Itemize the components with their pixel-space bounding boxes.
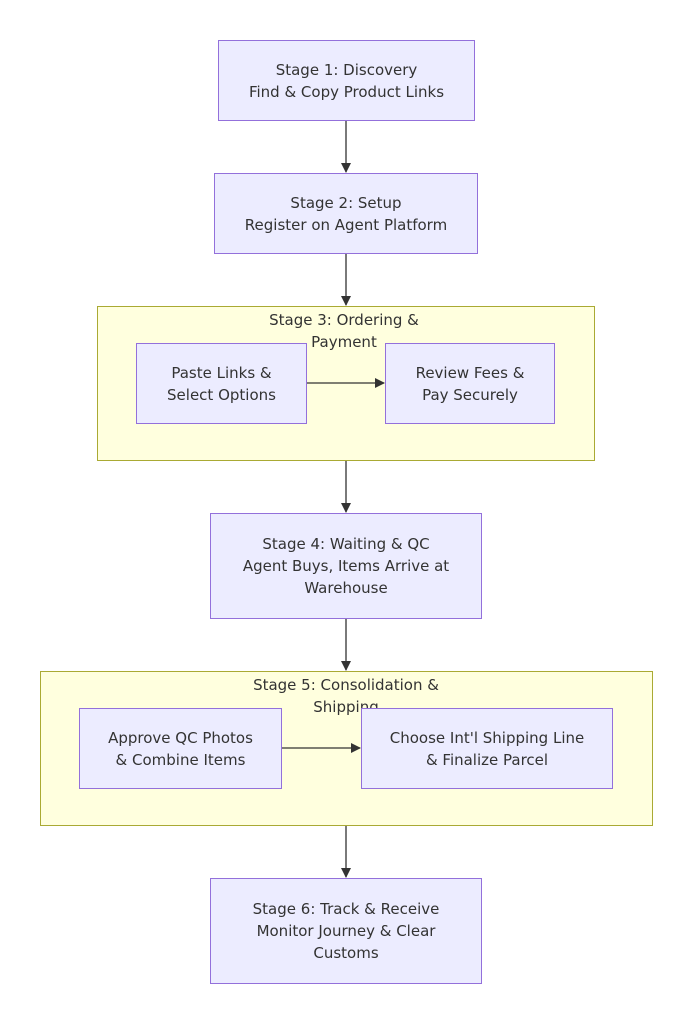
node-stage4: Stage 4: Waiting & QC Agent Buys, Items … [210, 513, 482, 619]
node-stage3b: Review Fees & Pay Securely [385, 343, 555, 424]
node-stage2-line1: Stage 2: Setup [290, 193, 402, 212]
node-stage5b-line1: Choose Int'l Shipping Line [389, 728, 585, 747]
node-stage1-line2: Find & Copy Product Links [248, 82, 445, 101]
group-stage3-title-line2: Payment [311, 333, 377, 351]
node-stage1-line1: Stage 1: Discovery [275, 60, 418, 79]
node-stage1: Stage 1: Discovery Find & Copy Product L… [218, 40, 475, 121]
node-stage6-line1: Stage 6: Track & Receive [252, 900, 440, 918]
node-stage5a-line2: & Combine Items [115, 750, 246, 769]
node-stage4-line2: Agent Buys, Items Arrive at [242, 557, 450, 575]
node-stage3a: Paste Links & Select Options [136, 343, 307, 424]
group-stage5-title-line1: Stage 5: Consolidation & [253, 676, 439, 694]
node-stage6: Stage 6: Track & Receive Monitor Journey… [210, 878, 482, 984]
node-stage5a: Approve QC Photos & Combine Items [79, 708, 282, 789]
node-stage3a-line1: Paste Links & [171, 363, 272, 382]
node-stage5b: Choose Int'l Shipping Line & Finalize Pa… [361, 708, 613, 789]
node-stage4-line3: Warehouse [304, 579, 388, 597]
node-stage3a-line2: Select Options [167, 385, 276, 404]
node-stage2: Stage 2: Setup Register on Agent Platfor… [214, 173, 478, 254]
node-stage6-line3: Customs [313, 944, 379, 962]
group-stage3-title-line1: Stage 3: Ordering & [269, 311, 419, 329]
node-stage5a-line1: Approve QC Photos [108, 728, 253, 747]
node-stage6-line2: Monitor Journey & Clear [256, 922, 436, 940]
group-stage3-title: Stage 3: Ordering & Payment [244, 309, 444, 353]
node-stage2-line2: Register on Agent Platform [244, 215, 448, 234]
node-stage5b-line2: & Finalize Parcel [425, 750, 549, 769]
node-stage4-line1: Stage 4: Waiting & QC [262, 535, 430, 553]
node-stage3b-line1: Review Fees & [415, 363, 525, 382]
node-stage3b-line2: Pay Securely [422, 385, 518, 404]
